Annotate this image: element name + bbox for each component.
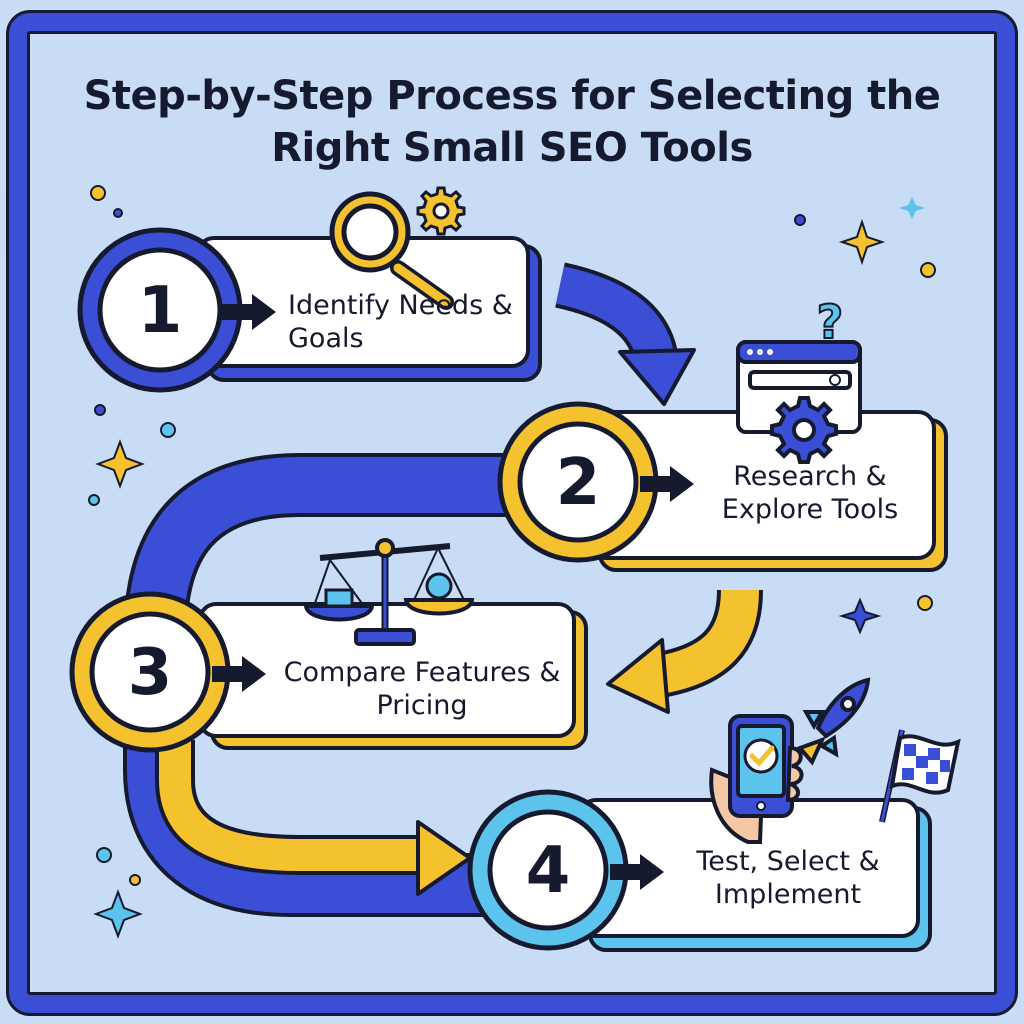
step-pointer-arrows [212,294,694,890]
step-2-number: 2 [556,446,601,520]
step-1-number: 1 [138,274,183,348]
step-4-circle [467,789,629,951]
decorations [88,185,936,939]
step-2-circle [497,401,659,563]
rocket-icon [796,677,871,766]
step-3-circle [69,591,231,753]
step-4-label: Test, Select & Implement [696,846,880,910]
checkered-flag-icon [879,729,961,823]
question-mark-icon: ? [817,295,844,349]
balance-scale-icon [303,538,475,646]
yellow-ribbon-arrowhead [416,820,472,896]
gear-icon [416,186,466,236]
browser-search-gear-icon [736,340,862,464]
page-title: Step-by-Step Process for Selecting the R… [83,73,941,171]
phone-check-icon [709,714,804,844]
step-2-label: Research & Explore Tools [721,461,899,525]
step-4-number: 4 [526,834,571,908]
step-3-label: Compare Features & Pricing [283,657,561,721]
step-1-circle [77,227,243,393]
step-1-label: Identify Needs & Goals [288,290,513,354]
magnifier-icon [329,191,454,310]
step-3-number: 3 [128,636,173,710]
